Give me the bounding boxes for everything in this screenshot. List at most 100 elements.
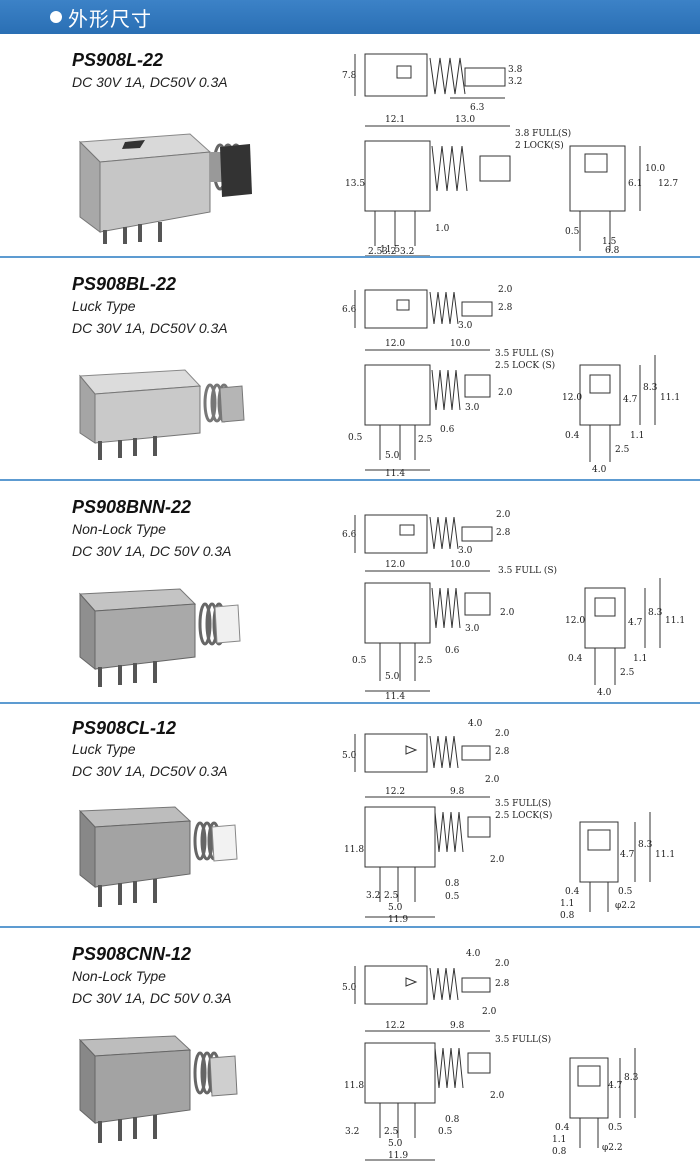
dim-label: 2.5: [418, 656, 433, 666]
dim-label: 2.0: [498, 388, 513, 398]
dim-label: 0.4: [555, 1123, 570, 1133]
dim-label: 8.3: [624, 1073, 639, 1083]
dim-label: 2.0: [500, 608, 515, 618]
dim-label: 4.0: [468, 719, 483, 729]
dim-label: 0.5: [438, 1127, 453, 1137]
dim-label: 12.2: [385, 1021, 405, 1031]
dim-label: 2.8: [495, 979, 510, 989]
dim-label: 2.8: [495, 747, 510, 757]
dim-label: 2.0: [496, 510, 511, 520]
dim-label: 0.5: [445, 892, 460, 902]
dim-label: 11.8: [344, 1081, 364, 1091]
product-spec: DC 30V 1A, DC50V 0.3A: [72, 763, 228, 779]
product-photo: [78, 1035, 238, 1143]
dim-label: 4.0: [466, 949, 481, 959]
dim-label: 5.0: [385, 672, 400, 682]
section-title: 外形尺寸: [68, 6, 152, 31]
product-section-ps908cl-12: PS908CL-12 Luck Type DC 30V 1A, DC50V 0.…: [0, 704, 700, 926]
dimension-drawing: 5.0 4.0 2.0 2.8 2.0 12.2 9.8 3.5 FULL(S)…: [342, 719, 675, 924]
dim-label: 12.1: [385, 115, 405, 125]
dim-label: 4.7: [620, 850, 635, 860]
product-photo: [78, 806, 238, 907]
dim-label: 6.6: [342, 530, 357, 540]
dim-label: 10.0: [645, 164, 665, 174]
dim-label: 12.7: [658, 179, 678, 189]
dim-label: 5.0: [342, 983, 357, 993]
dim-label: 3.2: [400, 247, 414, 256]
dim-label: 3.2: [382, 247, 396, 256]
dim-label: 2.5: [384, 1127, 399, 1137]
dim-label: 2.5 LOCK (S): [495, 360, 555, 371]
dim-label: 11.1: [660, 393, 680, 403]
dim-label: 10.0: [450, 560, 470, 570]
dim-label: 3.5 FULL (S): [495, 348, 554, 359]
dim-label: 12.2: [385, 787, 405, 797]
dim-label: 0.5: [608, 1123, 623, 1133]
dimension-drawing: 5.0 4.0 2.0 2.8 2.0 12.2 9.8 3.5 FULL(S)…: [342, 949, 639, 1161]
product-spec: Luck Type: [72, 741, 136, 757]
dim-label: 4.0: [592, 465, 607, 475]
dim-label: 3.2: [366, 891, 380, 901]
dim-label: 4.7: [608, 1081, 623, 1091]
product-model: PS908BNN-22: [72, 497, 192, 517]
dim-label: 11.5: [380, 245, 400, 255]
product-photo: [78, 133, 252, 244]
dim-label: 1.0: [435, 224, 450, 234]
product-photo: [78, 369, 245, 460]
section-divider: [0, 256, 700, 258]
dim-label: 10.0: [450, 339, 470, 349]
dim-label: 4.0: [597, 688, 612, 698]
dim-label: 0.4: [568, 654, 583, 664]
dim-label: 5.0: [342, 751, 357, 761]
dim-label: 0.8: [552, 1147, 567, 1157]
dim-label: 2.5 LOCK(S): [495, 810, 552, 821]
dim-label: 2.0: [495, 729, 510, 739]
dim-label: 2.5: [418, 435, 433, 445]
dim-label: 11.4: [385, 692, 405, 702]
dim-label: 0.5: [618, 887, 633, 897]
dim-label: φ2.2: [602, 1143, 623, 1153]
dim-label: 2.5: [368, 247, 383, 256]
dim-label: 2.5: [384, 891, 399, 901]
dim-label: 1.1: [630, 431, 644, 441]
dim-label: 12.0: [385, 339, 405, 349]
dim-label: 11.9: [388, 915, 408, 924]
dim-label: 1.1: [633, 654, 647, 664]
dim-label: 3.0: [465, 403, 480, 413]
dim-label: 0.5: [352, 656, 367, 666]
dim-label: 6.1: [628, 179, 642, 189]
dim-label: 9.8: [450, 1021, 465, 1031]
dim-label: 11.9: [388, 1151, 408, 1161]
dim-label: 8.3: [638, 840, 653, 850]
dim-label: 13.0: [455, 115, 475, 125]
dim-label: 3.2: [508, 77, 522, 87]
dim-label: 9.8: [450, 787, 465, 797]
dim-label: 12.0: [565, 616, 585, 626]
dim-label: 3.5 FULL(S): [495, 798, 551, 809]
dim-label: 12.0: [562, 393, 582, 403]
product-model: PS908CL-12: [72, 718, 177, 738]
dim-label: 1.1: [552, 1135, 566, 1145]
dim-label: 5.0: [388, 1139, 403, 1149]
dim-label: 11.1: [665, 616, 685, 626]
dim-label: 2.5: [615, 445, 630, 455]
product-spec: Luck Type: [72, 298, 136, 314]
dim-label: 11.8: [344, 845, 364, 855]
dim-label: 3.0: [465, 624, 480, 634]
dimension-drawing: 6.6 2.0 2.8 3.0 12.0 10.0 3.5 FULL (S) 2…: [342, 510, 685, 702]
section-header: 外形尺寸: [0, 0, 700, 34]
dim-label: 2.0: [485, 775, 500, 785]
dim-label: 5.0: [385, 451, 400, 461]
dim-label: 3.0: [458, 321, 473, 331]
dim-label: φ2.2: [615, 901, 636, 911]
product-spec: Non-Lock Type: [72, 968, 166, 984]
dim-label: 0.6: [440, 425, 455, 435]
dim-label: 3.5 FULL(S): [495, 1034, 551, 1045]
dim-label: 2.0: [490, 1091, 505, 1101]
dim-label: 11.1: [655, 850, 675, 860]
dim-label: 2.0: [495, 959, 510, 969]
dim-label: 8.3: [648, 608, 663, 618]
dim-label: 3.8 FULL(S): [515, 128, 571, 139]
dim-label: 0.6: [445, 646, 460, 656]
dim-label: 0.8: [560, 911, 575, 921]
